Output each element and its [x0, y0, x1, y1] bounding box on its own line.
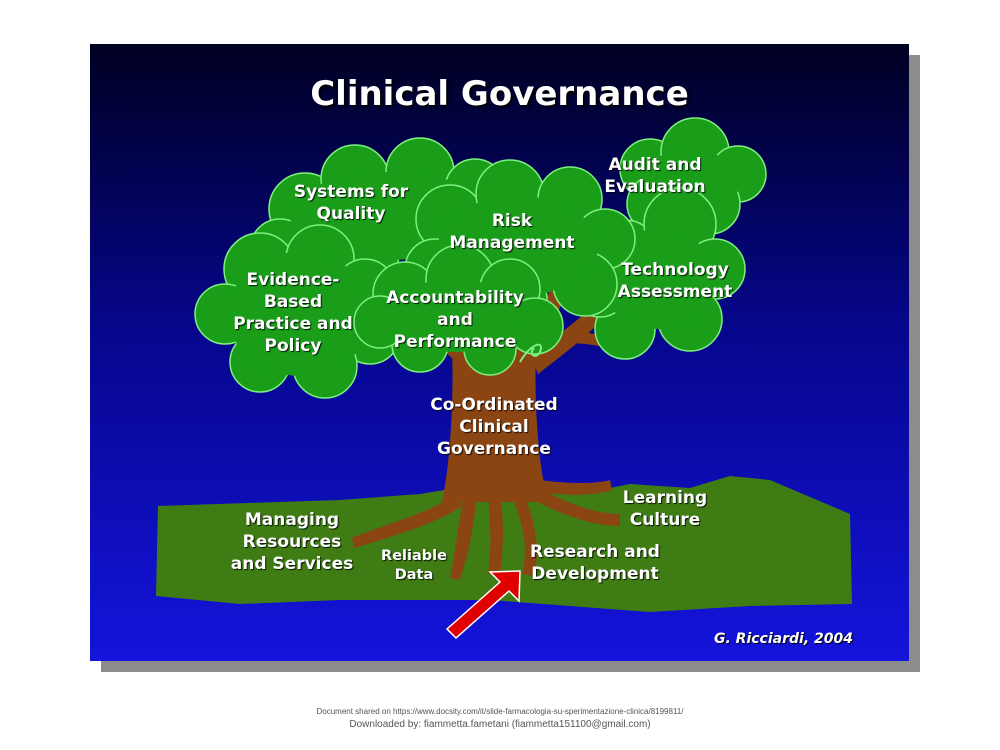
label-technology-assessment: Technology Assessment: [617, 260, 733, 302]
highlight-arrow: [445, 570, 521, 640]
label-systems-quality: Systems for Quality: [293, 182, 409, 224]
canopy-evidence-based: [194, 224, 401, 399]
label-learning-culture: Learning Culture: [622, 488, 708, 530]
tree-roots: [352, 480, 620, 580]
label-reliable-data: Reliable Data: [381, 548, 447, 583]
label-trunk: Co-Ordinated Clinical Governance: [430, 395, 558, 459]
footer-download: Downloaded by: fiammetta.fametani (fiamm…: [349, 719, 651, 730]
label-managing-resources: Managing Resources and Services: [230, 510, 354, 574]
label-evidence-based: Evidence- Based Practice and Policy: [233, 270, 353, 356]
footer-source: Document shared on https://www.docsity.c…: [316, 707, 684, 716]
author-credit: G. Ricciardi, 2004: [714, 631, 853, 647]
tree-trunk: [442, 344, 548, 502]
tree-illustration: [90, 44, 909, 661]
canopy-accountability: [353, 244, 564, 376]
label-audit-evaluation: Audit and Evaluation: [604, 155, 706, 197]
ground: [156, 476, 852, 612]
slide-title: Clinical Governance: [310, 74, 689, 114]
label-research-development: Research and Development: [530, 542, 660, 584]
vine-curl: [519, 343, 542, 363]
label-accountability: Accountability and Performance: [386, 288, 524, 352]
slide: Clinical Governance Systems for Quality …: [90, 44, 909, 661]
label-risk-management: Risk Management: [449, 211, 575, 253]
